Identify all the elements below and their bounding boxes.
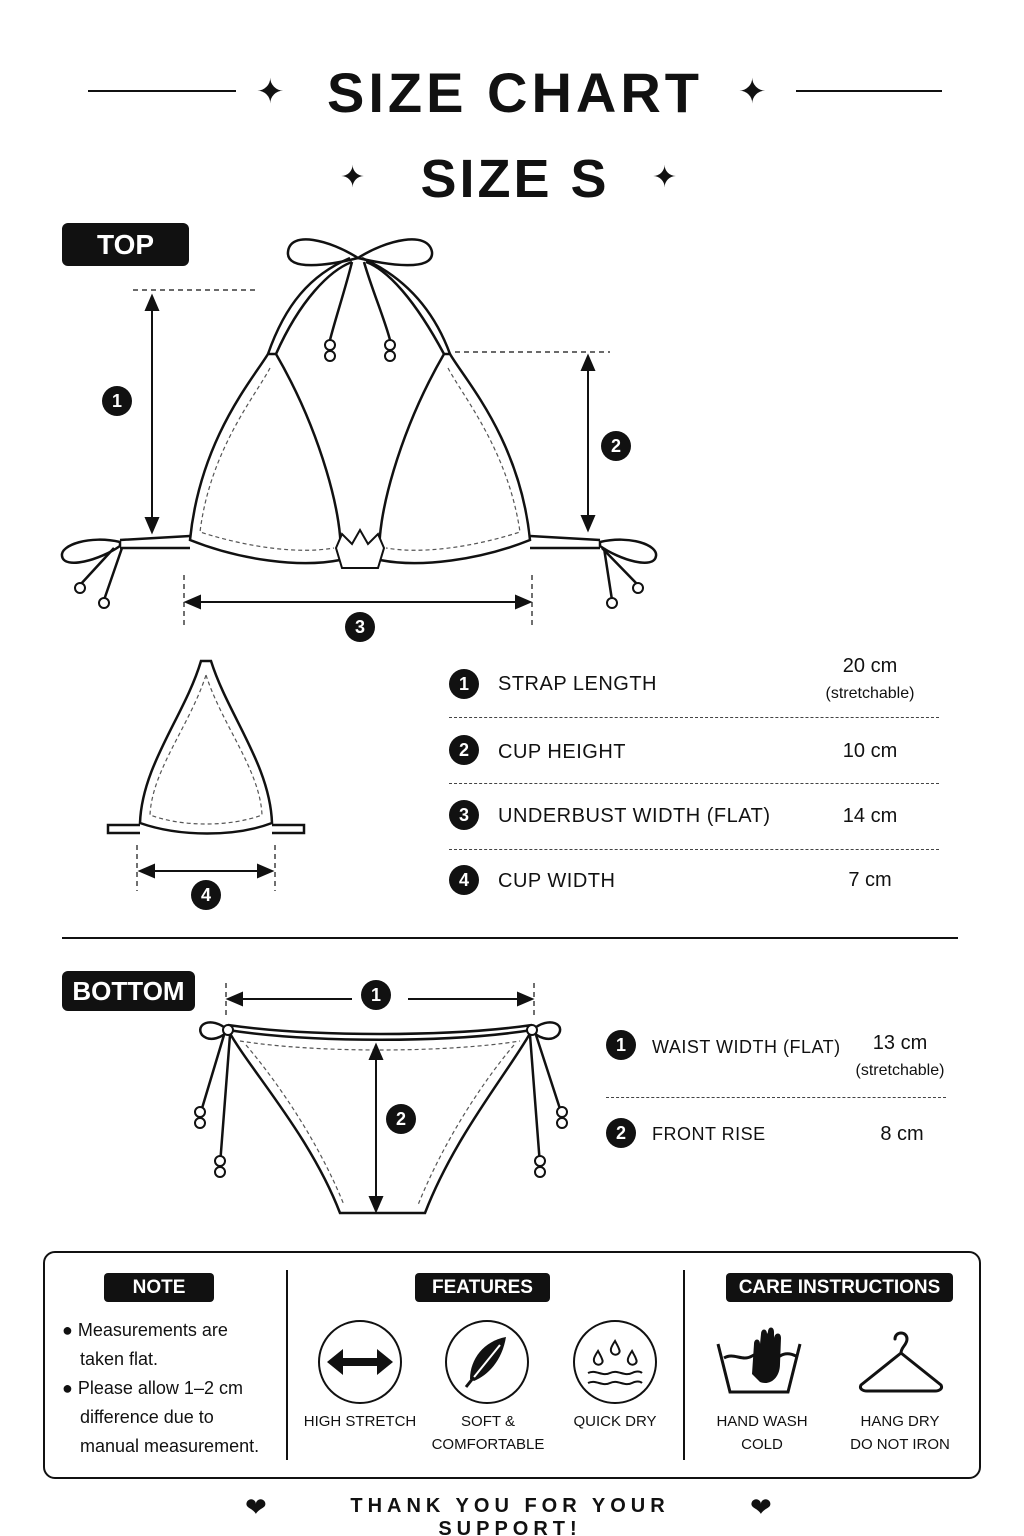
footer-text: THANK YOU FOR YOUR SUPPORT! bbox=[350, 1495, 670, 1536]
row-note: (stretchable) bbox=[855, 1062, 945, 1079]
title-rule-right bbox=[796, 90, 942, 92]
feature-caption: HIGH STRETCH bbox=[303, 1413, 417, 1430]
page-title: SIZE CHART bbox=[327, 61, 703, 124]
row-divider bbox=[449, 783, 939, 784]
sparkle-icon: ✦ bbox=[738, 73, 767, 111]
care-caption: HAND WASH COLD bbox=[716, 1413, 808, 1453]
water-drops-icon bbox=[573, 1320, 657, 1404]
feature-caption: SOFT & COMFORTABLE bbox=[431, 1413, 545, 1453]
cup-diagram bbox=[106, 659, 306, 891]
info-box bbox=[43, 1251, 981, 1479]
bikini-top-diagram bbox=[60, 238, 658, 625]
marker-4: 4 bbox=[191, 880, 221, 910]
feature-caption: QUICK DRY bbox=[573, 1413, 657, 1430]
bikini-bottom-diagram bbox=[194, 983, 568, 1215]
row-name: STRAP LENGTH bbox=[498, 673, 657, 695]
top-section-label: TOP bbox=[62, 223, 189, 266]
row-divider bbox=[606, 1097, 946, 1098]
info-divider bbox=[683, 1270, 685, 1460]
sparkle-icon: ✦ bbox=[652, 161, 678, 194]
row-value: 13 cm bbox=[872, 1032, 928, 1054]
row-name: FRONT RISE bbox=[652, 1124, 766, 1144]
row-number: 4 bbox=[449, 865, 479, 895]
row-number: 2 bbox=[606, 1118, 636, 1148]
sparkle-icon: ✦ bbox=[340, 161, 366, 194]
row-value: 7 cm bbox=[848, 869, 892, 891]
row-number: 1 bbox=[449, 669, 479, 699]
hanger-icon bbox=[859, 1331, 943, 1393]
row-value: 10 cm bbox=[842, 740, 898, 762]
sparkle-icon: ✦ bbox=[256, 73, 285, 111]
row-value: 14 cm bbox=[842, 805, 898, 827]
heart-icon: ❤ bbox=[750, 1492, 772, 1522]
row-name: CUP HEIGHT bbox=[498, 741, 626, 763]
row-value: 20 cm bbox=[842, 655, 898, 677]
marker-2: 2 bbox=[601, 431, 631, 461]
row-value: 8 cm bbox=[880, 1123, 924, 1145]
crown-icon bbox=[334, 527, 386, 569]
note-bullet: ● Please allow 1–2 cm bbox=[62, 1378, 243, 1398]
marker-1: 1 bbox=[102, 386, 132, 416]
bottom-marker-2: 2 bbox=[386, 1104, 416, 1134]
size-heading: SIZE S bbox=[420, 149, 610, 209]
row-name: WAIST WIDTH (FLAT) bbox=[652, 1037, 841, 1057]
bottom-marker-1: 1 bbox=[361, 980, 391, 1010]
note-bullet-cont: taken flat. bbox=[80, 1349, 159, 1369]
hand-wash-icon bbox=[716, 1327, 802, 1394]
care-label: CARE INSTRUCTIONS bbox=[726, 1273, 953, 1302]
features-label: FEATURES bbox=[415, 1273, 550, 1302]
feather-icon bbox=[445, 1320, 529, 1404]
bottom-section-label: BOTTOM bbox=[62, 971, 195, 1011]
note-list: ● Measurements are taken flat. ● Please … bbox=[62, 1316, 259, 1461]
section-divider bbox=[62, 937, 958, 939]
row-number: 2 bbox=[449, 735, 479, 765]
note-bullet-cont: manual measurement. bbox=[80, 1436, 260, 1456]
info-divider bbox=[286, 1270, 288, 1460]
row-number: 3 bbox=[449, 800, 479, 830]
title-rule-left bbox=[88, 90, 236, 92]
marker-3: 3 bbox=[345, 612, 375, 642]
row-name: CUP WIDTH bbox=[498, 870, 616, 892]
heart-icon: ❤ bbox=[245, 1492, 267, 1522]
care-caption: HANG DRY DO NOT IRON bbox=[850, 1413, 950, 1453]
row-divider bbox=[449, 717, 939, 718]
row-note: (stretchable) bbox=[825, 685, 915, 702]
row-number: 1 bbox=[606, 1030, 636, 1060]
row-divider bbox=[449, 849, 939, 850]
note-bullet-cont: difference due to bbox=[80, 1407, 214, 1427]
row-name: UNDERBUST WIDTH (FLAT) bbox=[498, 805, 771, 827]
note-bullet: ● Measurements are bbox=[62, 1320, 228, 1340]
note-label: NOTE bbox=[104, 1273, 214, 1302]
double-arrow-icon bbox=[318, 1320, 402, 1404]
